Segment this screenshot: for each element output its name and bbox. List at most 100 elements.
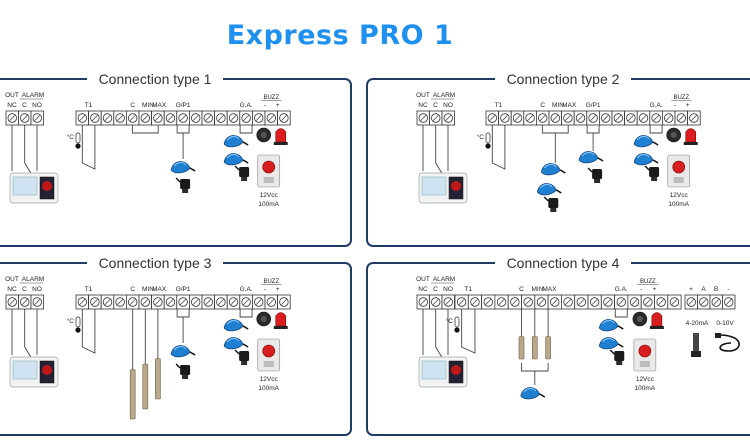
float-body: [520, 387, 541, 400]
panel-title: Connection type 2: [507, 71, 620, 87]
screw-terminal: [214, 294, 228, 310]
current-label: 100mA: [635, 385, 656, 392]
screw-slot: [79, 115, 86, 121]
screw-terminal: [251, 294, 266, 310]
sensor-cap: [182, 375, 189, 379]
sensor-body: [180, 179, 191, 189]
screw-slot: [230, 299, 237, 305]
screw-slot: [525, 299, 532, 305]
buzzer-box-label: [263, 361, 274, 367]
screw-terminal: [264, 294, 279, 310]
float-body: [540, 163, 561, 176]
screw-slot: [472, 299, 478, 305]
probe-tube: [485, 132, 491, 144]
float-highlight: [226, 337, 240, 343]
screw-slot: [538, 299, 545, 305]
sensor-body: [548, 198, 559, 208]
t1-label: T1: [495, 102, 503, 109]
screw-terminal: [667, 294, 682, 310]
buzzer-box-button: [262, 344, 276, 358]
float-cable: [652, 159, 659, 164]
screw-slot: [104, 299, 111, 305]
float-body: [223, 153, 244, 166]
screw-terminal: [624, 110, 638, 126]
buzzer-center: [260, 132, 267, 138]
screw-terminal: [277, 294, 291, 310]
gp1-bracket: [176, 125, 190, 134]
current-label: 100mA: [258, 201, 279, 208]
float-cable: [242, 159, 249, 164]
float-cable: [555, 189, 562, 194]
screw-terminal: [113, 110, 127, 126]
ga-label: G.A.: [650, 102, 663, 109]
screw-terminal: [100, 110, 115, 126]
controller-unit-icon: [9, 172, 59, 204]
screw-terminal: [611, 110, 626, 126]
screw-terminal: [251, 110, 266, 126]
screw-slot: [79, 299, 86, 305]
screw-slot: [420, 115, 427, 121]
electrode-rod: [129, 369, 136, 420]
screw-slot: [9, 299, 16, 305]
screw-slot: [565, 299, 571, 305]
controller-display: [421, 176, 447, 196]
screw-slot: [590, 115, 596, 121]
screw-slot: [205, 115, 212, 121]
screw-terminal: [277, 110, 291, 126]
controller-knob: [42, 181, 52, 191]
screw-slot: [230, 115, 237, 121]
ga-label: G.A.: [615, 286, 628, 293]
float-body: [536, 183, 557, 196]
sensor-cable: [609, 349, 615, 355]
temperature-label: °C: [446, 317, 454, 325]
screw-terminal: [561, 294, 576, 310]
screw-terminal: [5, 294, 19, 310]
screw-slot: [21, 115, 28, 121]
float-highlight: [173, 345, 187, 351]
float-highlight: [523, 387, 537, 393]
beacon-base: [683, 142, 698, 145]
current-label: 100mA: [258, 385, 279, 392]
float-cable: [189, 351, 196, 356]
screw-slot: [640, 115, 647, 121]
screw-slot: [432, 115, 439, 121]
screw-slot: [192, 299, 199, 305]
cable-sensor-head: [715, 333, 721, 338]
screw-slot: [725, 299, 732, 305]
level-label: MAX: [152, 286, 167, 293]
screw-slot: [565, 115, 571, 121]
screw-terminal: [561, 110, 575, 126]
pressure-switch-icon: [609, 349, 625, 365]
level-electrode: [531, 309, 538, 360]
temperature-label: °C: [477, 133, 485, 141]
electrode-rod: [545, 336, 551, 360]
wire-c: [435, 309, 444, 360]
sensor-cable: [587, 167, 593, 173]
float-switch: [536, 183, 562, 196]
screw-slot: [578, 299, 585, 305]
buzzer-center: [670, 132, 677, 138]
screw-slot: [420, 299, 427, 305]
voltage-label: 12Vcc: [260, 376, 279, 383]
screw-slot: [281, 115, 287, 121]
screw-terminal: [226, 110, 241, 126]
screw-terminal: [614, 294, 629, 310]
controller-unit-icon: [418, 356, 468, 388]
voltage-label: 12Vcc: [670, 192, 689, 199]
level-label: MIN: [552, 102, 564, 109]
screw-slot: [551, 299, 558, 305]
main-terminal-strip: [454, 294, 682, 310]
buzz-plus-label: +: [653, 286, 657, 293]
float-switch: [223, 135, 249, 148]
screw-slot: [218, 115, 224, 121]
screw-terminal: [498, 110, 512, 126]
screw-terminal: [30, 294, 44, 310]
out-heading: OUT: [416, 92, 430, 99]
level-bracket: [131, 125, 159, 134]
level-electrode: [518, 309, 525, 360]
